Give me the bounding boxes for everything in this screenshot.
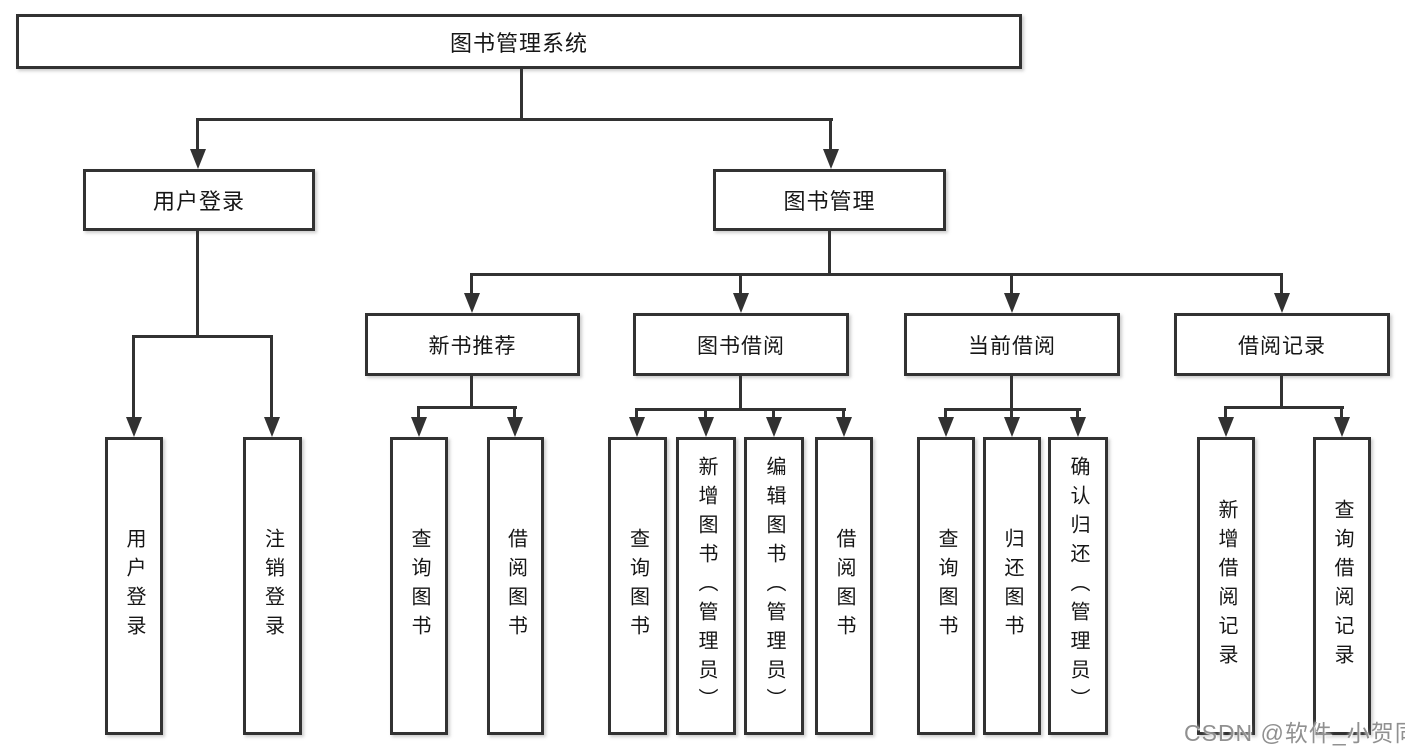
- connector-borrowing-stem: [739, 376, 742, 408]
- node-add-borrow-record: 新增借阅记录: [1197, 437, 1255, 735]
- connector-stem: [772, 408, 775, 417]
- arrowhead-down-icon: [464, 293, 480, 313]
- connector-stem: [1010, 273, 1013, 293]
- connector-book-mgmt-bar: [470, 273, 1283, 276]
- arrowhead-down-icon: [411, 417, 427, 437]
- connector-root-bar: [197, 118, 833, 121]
- node-label: 借阅图书: [504, 528, 527, 644]
- connector-stem: [417, 406, 420, 417]
- node-label: 当前借阅: [968, 334, 1056, 358]
- node-user-login: 用户登录: [83, 169, 315, 231]
- node-book-management: 图书管理: [713, 169, 946, 231]
- node-new-book-recommendation: 新书推荐: [365, 313, 580, 376]
- node-current-borrowing: 当前借阅: [904, 313, 1120, 376]
- connector-root-right-stem: [829, 118, 832, 149]
- node-borrow-books-borrowing: 借阅图书: [815, 437, 873, 735]
- node-book-borrowing: 图书借阅: [633, 313, 849, 376]
- arrowhead-down-icon: [733, 293, 749, 313]
- arrowhead-down-icon: [126, 417, 142, 437]
- node-label: 新增借阅记录: [1215, 499, 1237, 673]
- arrowhead-down-icon: [938, 417, 954, 437]
- node-label: 借阅记录: [1238, 334, 1326, 358]
- arrowhead-down-icon: [507, 417, 523, 437]
- node-label: 用户登录: [152, 189, 245, 214]
- node-label: 查询图书: [626, 528, 649, 644]
- connector-borrowing-bar: [636, 408, 846, 411]
- connector-root-stem: [520, 69, 523, 118]
- arrowhead-down-icon: [698, 417, 714, 437]
- connector-stem: [842, 408, 845, 417]
- node-user-login-leaf: 用户登录: [105, 437, 163, 735]
- connector-stem: [739, 273, 742, 293]
- node-label: 编辑图书（管理员）: [763, 455, 785, 717]
- node-label: 图书借阅: [697, 334, 785, 358]
- arrowhead-down-icon: [1004, 417, 1020, 437]
- arrowhead-down-icon: [823, 149, 839, 169]
- connector-stem: [1340, 406, 1343, 417]
- connector-book-mgmt-stem: [828, 231, 831, 273]
- node-label: 用户登录: [123, 528, 145, 644]
- node-label: 归还图书: [1001, 528, 1023, 644]
- node-query-books-borrowing: 查询图书: [608, 437, 667, 735]
- node-borrowing-records: 借阅记录: [1174, 313, 1390, 376]
- connector-stem: [270, 335, 273, 417]
- node-query-books-newbook: 查询图书: [390, 437, 448, 735]
- node-label: 新增图书（管理员）: [695, 455, 717, 717]
- node-label: 图书管理: [783, 189, 876, 214]
- connector-stem: [944, 408, 947, 417]
- connector-stem: [704, 408, 707, 417]
- node-logout-login: 注销登录: [243, 437, 302, 735]
- connector-newbook-bar: [418, 406, 517, 409]
- connector-root-left-stem: [196, 118, 199, 149]
- arrowhead-down-icon: [264, 417, 280, 437]
- arrowhead-down-icon: [1218, 417, 1234, 437]
- node-label: 查询图书: [935, 528, 957, 644]
- arrowhead-down-icon: [1070, 417, 1086, 437]
- node-confirm-return-admin: 确认归还（管理员）: [1048, 437, 1108, 735]
- node-label: 查询图书: [408, 528, 430, 644]
- node-label: 图书管理系统: [449, 30, 588, 56]
- connector-newbook-stem: [470, 376, 473, 406]
- arrowhead-down-icon: [836, 417, 852, 437]
- node-return-book: 归还图书: [983, 437, 1041, 735]
- node-label: 借阅图书: [833, 528, 855, 644]
- node-query-books-current: 查询图书: [917, 437, 975, 735]
- connector-stem: [1010, 408, 1013, 417]
- node-label: 查询借阅记录: [1331, 499, 1353, 673]
- connector-current-stem: [1010, 376, 1013, 408]
- connector-stem: [1076, 408, 1079, 417]
- node-label: 确认归还（管理员）: [1067, 455, 1089, 717]
- arrowhead-down-icon: [766, 417, 782, 437]
- connector-stem: [1280, 273, 1283, 293]
- connector-user-login-bar: [132, 335, 273, 338]
- arrowhead-down-icon: [1334, 417, 1350, 437]
- node-label: 新书推荐: [428, 334, 517, 358]
- arrowhead-down-icon: [190, 149, 206, 169]
- arrowhead-down-icon: [1004, 293, 1020, 313]
- csdn-watermark: CSDN @软件_小贺同学: [1184, 720, 1405, 746]
- node-borrow-books-newbook: 借阅图书: [487, 437, 544, 735]
- arrowhead-down-icon: [629, 417, 645, 437]
- connector-stem: [635, 408, 638, 417]
- arrowhead-down-icon: [1274, 293, 1290, 313]
- connector-stem: [470, 273, 473, 293]
- connector-stem: [513, 406, 516, 417]
- node-add-book-admin: 新增图书（管理员）: [676, 437, 736, 735]
- connector-stem: [1224, 406, 1227, 417]
- node-edit-book-admin: 编辑图书（管理员）: [744, 437, 804, 735]
- node-library-management-system: 图书管理系统: [16, 14, 1022, 69]
- connector-records-bar: [1224, 406, 1344, 409]
- node-label: 注销登录: [261, 528, 284, 644]
- connector-stem: [132, 335, 135, 417]
- connector-user-login-stem: [196, 231, 199, 335]
- connector-records-stem: [1280, 376, 1283, 406]
- node-query-borrow-record: 查询借阅记录: [1313, 437, 1371, 735]
